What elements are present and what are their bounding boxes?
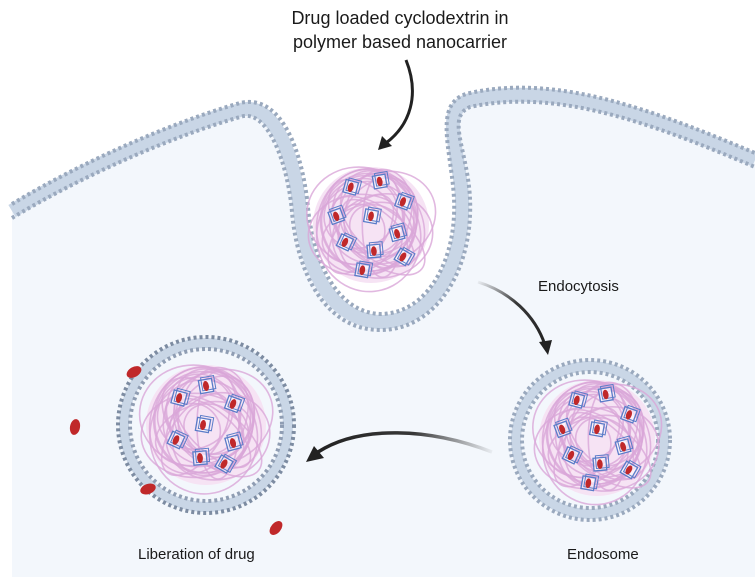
cyclodextrin-cube <box>366 241 384 259</box>
free-drug-molecule <box>69 419 81 435</box>
nanocarrier-in-endosome <box>532 379 663 506</box>
cyclodextrin-cube <box>214 453 238 474</box>
polymer-strand <box>306 166 415 267</box>
plasma-membrane <box>8 85 755 333</box>
drug-molecule <box>175 393 183 403</box>
title-line-2: polymer based nanocarrier <box>292 32 508 52</box>
cyclodextrin-cube <box>335 232 358 252</box>
drug-molecule <box>376 176 383 187</box>
drug-molecule <box>625 410 633 420</box>
free-drug-molecule <box>269 521 283 535</box>
arrow-endocytosis <box>477 280 552 355</box>
free-drug-molecule <box>126 366 142 378</box>
cyclodextrin-cube <box>614 435 634 456</box>
free-drug-molecule <box>140 483 156 495</box>
cyclodextrin-cube <box>393 191 415 211</box>
drug-molecule <box>594 424 600 435</box>
endosome-label: Endosome <box>567 546 639 563</box>
cyclodextrin-cube <box>592 454 610 472</box>
drug-molecule <box>620 441 627 452</box>
polymer-strand <box>339 172 419 255</box>
drug-molecule <box>197 452 203 464</box>
cyclodextrin-cube <box>362 206 382 225</box>
cyclodextrin-cube <box>619 459 642 480</box>
cyclodextrin-cube <box>580 473 600 492</box>
title-label: Drug loaded cyclodextrin in polymer base… <box>250 6 550 54</box>
liberation-label: Liberation of drug <box>138 546 255 563</box>
cyclodextrin-cube <box>371 170 390 190</box>
drug-molecule <box>200 420 206 430</box>
cyclodextrin-cube <box>553 417 573 439</box>
cyclodextrin-cube <box>166 429 189 450</box>
drug-molecule <box>585 478 592 489</box>
drug-molecule <box>573 395 580 406</box>
cyclodextrin-cube <box>561 445 584 465</box>
cyclodextrin-cube <box>588 419 608 438</box>
drug-molecule <box>399 197 407 207</box>
nanocarrier-in-pit <box>306 166 437 293</box>
cyclodextrin-cube <box>192 447 211 466</box>
cyclodextrin-cube <box>354 260 374 279</box>
drug-molecule <box>347 182 354 193</box>
free-drug-molecules <box>69 366 283 535</box>
drug-molecule <box>394 228 401 239</box>
drug-molecule <box>371 246 377 256</box>
polymer-strand <box>532 379 641 480</box>
drug-molecule <box>341 237 349 247</box>
drug-molecule <box>399 252 407 262</box>
endocytosis-label: Endocytosis <box>538 278 619 295</box>
drug-molecule <box>172 435 180 445</box>
cyclodextrin-cube <box>194 414 215 434</box>
drug-molecule <box>567 450 575 460</box>
polymer-strand <box>138 364 252 468</box>
cyclodextrin-cube <box>388 222 408 243</box>
cyclodextrin-cube <box>170 387 191 407</box>
cyclodextrin-cube <box>224 431 244 452</box>
arrow-liberation <box>306 431 493 462</box>
drug-molecule <box>625 465 633 475</box>
drug-molecule <box>602 389 609 400</box>
cytoplasm <box>12 94 755 577</box>
liberation-vesicle-membrane <box>116 335 296 515</box>
nanocarrier-in-vesicle <box>138 364 274 495</box>
cyclodextrin-cube <box>393 246 416 267</box>
arrow-into-pit <box>378 59 414 150</box>
drug-molecule <box>229 438 237 448</box>
drug-molecule <box>220 459 228 469</box>
polymer-strand <box>160 393 231 477</box>
drug-molecule <box>333 211 340 221</box>
drug-molecule <box>229 399 237 409</box>
cyclodextrin-cube <box>327 204 347 226</box>
cyclodextrin-cube <box>342 177 363 196</box>
title-line-1: Drug loaded cyclodextrin in <box>291 8 509 28</box>
drug-molecule <box>368 211 374 222</box>
drug-molecule <box>203 381 209 391</box>
polymer-strand <box>565 385 645 468</box>
cyclodextrin-cube <box>223 393 246 414</box>
cyclodextrin-cube <box>597 383 616 403</box>
cyclodextrin-cube <box>619 404 641 424</box>
cyclodextrin-cube <box>197 374 217 395</box>
drug-molecule <box>597 459 603 469</box>
drug-molecule <box>359 265 366 276</box>
drug-molecule <box>559 424 566 434</box>
cyclodextrin-cube <box>568 390 589 409</box>
